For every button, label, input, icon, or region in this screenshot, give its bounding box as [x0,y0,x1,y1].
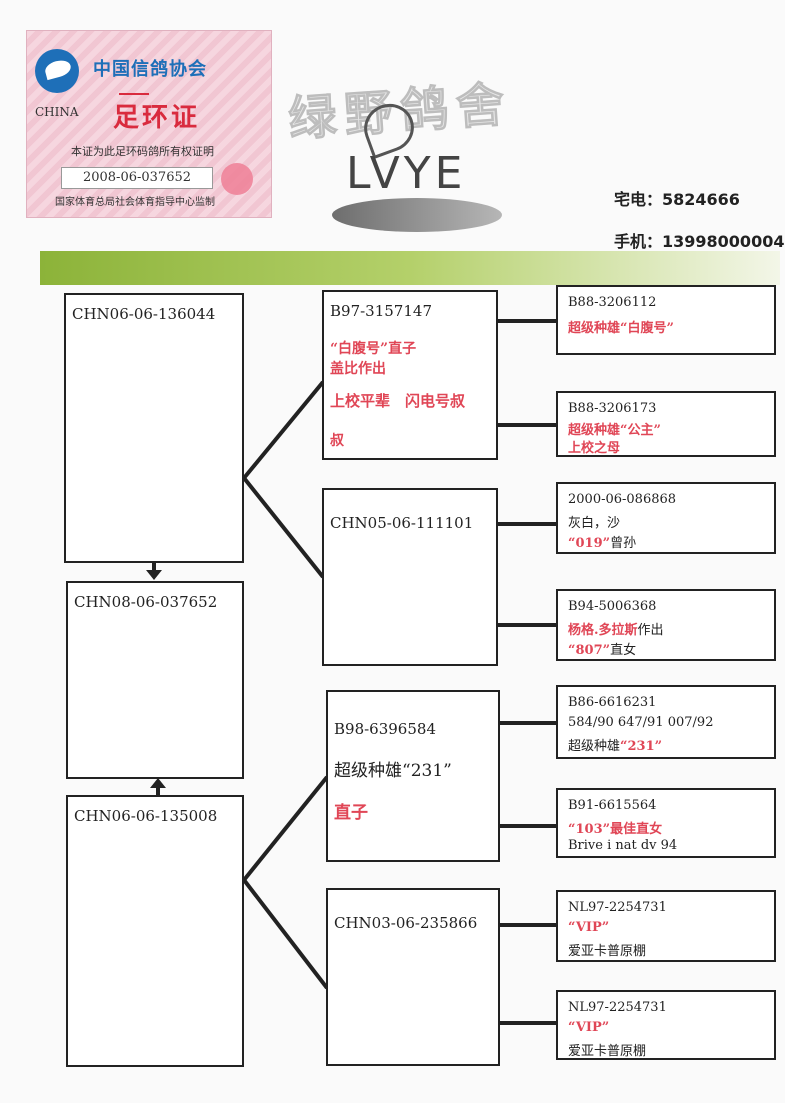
gen3-note: 上校之母 [568,441,621,456]
gen3-id: B91-6615564 [568,798,657,813]
gen3-note: 杨格.多拉斯作出 [568,619,664,638]
sire-sire-note: 盖比作出 [330,361,386,377]
gen3-box: B88-3206112 超级种雄“白腹号” [556,285,776,355]
gen3-text: 最佳直女 [610,822,663,837]
gen3-text: 超级种雄 [568,739,621,754]
sire-dam-id: CHN05-06-111101 [330,514,474,532]
arrow-down-icon [146,570,162,580]
phone-home: 宅电：5824666 [614,190,740,209]
gen3-quote: “103” [568,822,611,837]
gen3-note: “VIP” [568,920,610,935]
gen3-id: NL97-2254731 [568,1000,667,1015]
gen3-note: 爱亚卡普原棚 [568,1044,647,1059]
sire-sire-note: 叔 [330,433,344,449]
certificate-ring-number: 2008-06-037652 [61,167,213,189]
dam-id: CHN06-06-135008 [74,807,218,825]
gen3-id: B86-6616231 [568,695,657,710]
gen3-id: NL97-2254731 [568,900,667,915]
gen3-note: 超级种雄“231” [568,735,662,754]
gen3-note: Brive i nat dv 94 [568,838,678,853]
gen3-note: 超级种雄“白腹号” [568,321,674,336]
gen3-note: “103”最佳直女 [568,818,662,837]
dam-sire-box: B98-6396584 超级种雄“231” 直子 [326,690,500,862]
ring-certificate: 中国信鸽协会 CHINA 足环证 本证为此足环码鸽所有权证明 2008-06-0… [26,30,272,218]
gen3-box: NL97-2254731 “VIP” 爱亚卡普原棚 [556,990,776,1060]
dam-dam-id: CHN03-06-235866 [334,914,478,932]
subject-box: CHN08-06-037652 [66,581,244,779]
gen3-quote: “231” [620,739,663,754]
gen3-box: B94-5006368 杨格.多拉斯作出 “807”直女 [556,589,776,661]
gen3-note: 584/90 647/91 007/92 [568,715,714,730]
gen3-red: 杨格.多拉斯 [568,623,638,638]
gen3-id: B94-5006368 [568,599,657,614]
logo-shadow [332,198,502,232]
gen3-note: 爱亚卡普原棚 [568,944,647,959]
certificate-title: 足环证 [113,103,201,133]
gen3-box: B91-6615564 “103”最佳直女 Brive i nat dv 94 [556,788,776,858]
gen3-box: B88-3206173 超级种雄“公主” 上校之母 [556,391,776,457]
certificate-subtitle: 本证为此足环码鸽所有权证明 [71,145,214,158]
arrow-up-icon [150,778,166,788]
certificate-country: CHINA [35,105,79,119]
gen3-text: 直女 [610,643,637,658]
subject-id: CHN08-06-037652 [74,593,218,611]
sire-dam-box: CHN05-06-111101 [322,488,498,666]
gen3-text: 曾孙 [610,536,637,551]
dam-dam-box: CHN03-06-235866 [326,888,500,1066]
gen3-id: B88-3206173 [568,401,657,416]
dam-sire-note: 超级种雄“231” [334,756,452,781]
header-band [40,251,780,285]
dam-sire-note-text: 超级种雄“231” [334,761,452,781]
certificate-supervisor: 国家体育总局社会体育指导中心监制 [55,197,215,208]
gen3-note: 超级种雄“公主” [568,423,661,438]
seal-stamp-icon [221,163,253,195]
certificate-org: 中国信鸽协会 [93,59,207,80]
loft-logo-text: LVYE [346,148,467,199]
gen3-quote: “807” [568,643,611,658]
gen3-note: “VIP” [568,1020,610,1035]
gen3-note: “019”曾孙 [568,532,636,551]
gen3-quote: “019” [568,536,611,551]
dam-box: CHN06-06-135008 [66,795,244,1067]
sire-sire-note: “白腹号”直子 [330,341,417,357]
gen3-box: NL97-2254731 “VIP” 爱亚卡普原棚 [556,890,776,962]
sire-sire-note: 上校平辈 闪电号叔 [330,392,466,410]
phone-mobile: 手机：13998000004 [614,232,785,251]
gen3-id: B88-3206112 [568,295,657,310]
title-bar [119,93,149,95]
gen3-id: 2000-06-086868 [568,492,677,507]
dam-sire-note: 直子 [334,803,368,823]
sire-sire-box: B97-3157147 “白腹号”直子 盖比作出 上校平辈 闪电号叔 叔 [322,290,498,460]
sire-sire-id: B97-3157147 [330,302,432,320]
sire-id: CHN06-06-136044 [72,305,216,323]
gen3-text: 作出 [637,623,664,638]
gen3-note: “807”直女 [568,639,636,658]
gen3-note: 灰白，沙 [568,516,621,531]
sire-box: CHN06-06-136044 [64,293,244,563]
gen3-box: B86-6616231 584/90 647/91 007/92 超级种雄“23… [556,685,776,759]
dam-sire-id: B98-6396584 [334,720,436,738]
gen3-box: 2000-06-086868 灰白，沙 “019”曾孙 [556,482,776,554]
